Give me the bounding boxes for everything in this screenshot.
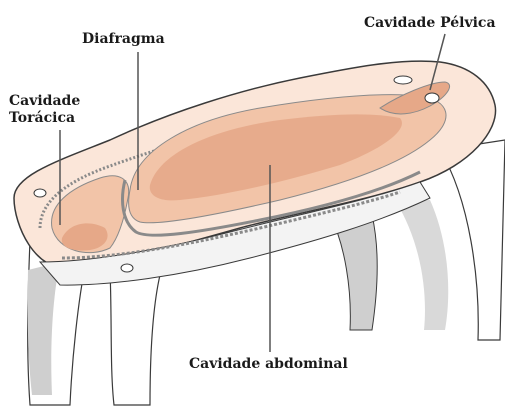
opening-front-lower [121, 264, 133, 272]
label-cavidade-toracica: Cavidade Torácica [9, 93, 80, 127]
opening-rear-upper [394, 76, 412, 84]
opening-front-upper [34, 189, 46, 197]
label-diafragma: Diafragma [82, 31, 165, 48]
opening-rear-lower [425, 93, 439, 103]
label-cavidade-pelvica: Cavidade Pélvica [364, 15, 496, 32]
label-cavidade-abdominal: Cavidade abdominal [189, 356, 348, 373]
hind-leg-right [440, 140, 505, 340]
label-cavidade-toracica-line2: Torácica [9, 110, 80, 127]
label-cavidade-toracica-line1: Cavidade [9, 93, 80, 110]
front-right-leg [110, 270, 160, 405]
hind-leg-right-shadow [395, 200, 448, 330]
